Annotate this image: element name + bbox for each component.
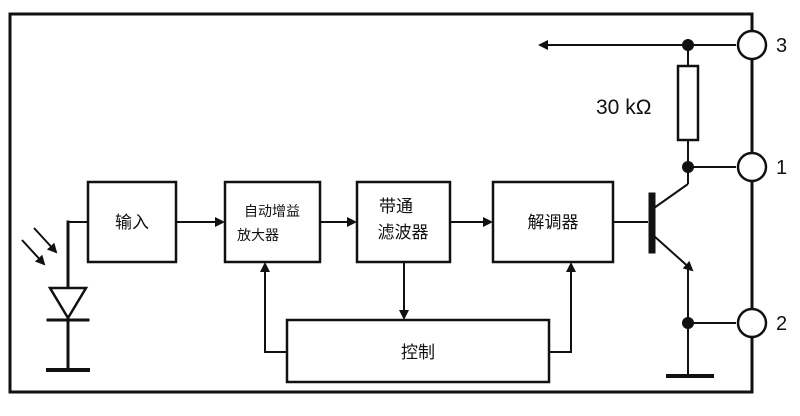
junction-dot-pin3 bbox=[682, 39, 694, 51]
control-label: 控制 bbox=[401, 343, 435, 363]
outer-frame bbox=[8, 12, 754, 394]
control-to-agc-feedback bbox=[260, 262, 287, 353]
junction-dot-pin2 bbox=[682, 317, 694, 329]
junction-dot-pin1 bbox=[682, 161, 694, 173]
input-label: 输入 bbox=[115, 213, 149, 233]
photodiode-icon bbox=[21, 220, 90, 372]
pin-terminal-2 bbox=[736, 307, 768, 339]
input-block bbox=[86, 180, 178, 264]
pin-label-3: 3 bbox=[776, 35, 787, 57]
agc-label-line2: 放大器 bbox=[237, 228, 279, 244]
control-to-demod-feedback bbox=[549, 262, 576, 353]
pin-terminal-1 bbox=[736, 151, 768, 183]
resistor-value-label: 30 kΩ bbox=[596, 96, 651, 119]
bandpass-label-line1: 带通 bbox=[379, 197, 413, 217]
bandpass-filter-block bbox=[355, 180, 452, 264]
agc-label-line1: 自动增益 bbox=[244, 204, 300, 220]
bandpass-label-line2: 滤波器 bbox=[378, 223, 429, 243]
pin-label-2: 2 bbox=[776, 313, 787, 335]
pin-terminal-3 bbox=[736, 29, 768, 61]
pin-label-1: 1 bbox=[776, 157, 787, 179]
agc-amplifier-block bbox=[223, 180, 322, 264]
npn-transistor-icon bbox=[613, 167, 694, 323]
demodulator-label: 解调器 bbox=[528, 213, 579, 233]
resistor bbox=[676, 64, 700, 142]
